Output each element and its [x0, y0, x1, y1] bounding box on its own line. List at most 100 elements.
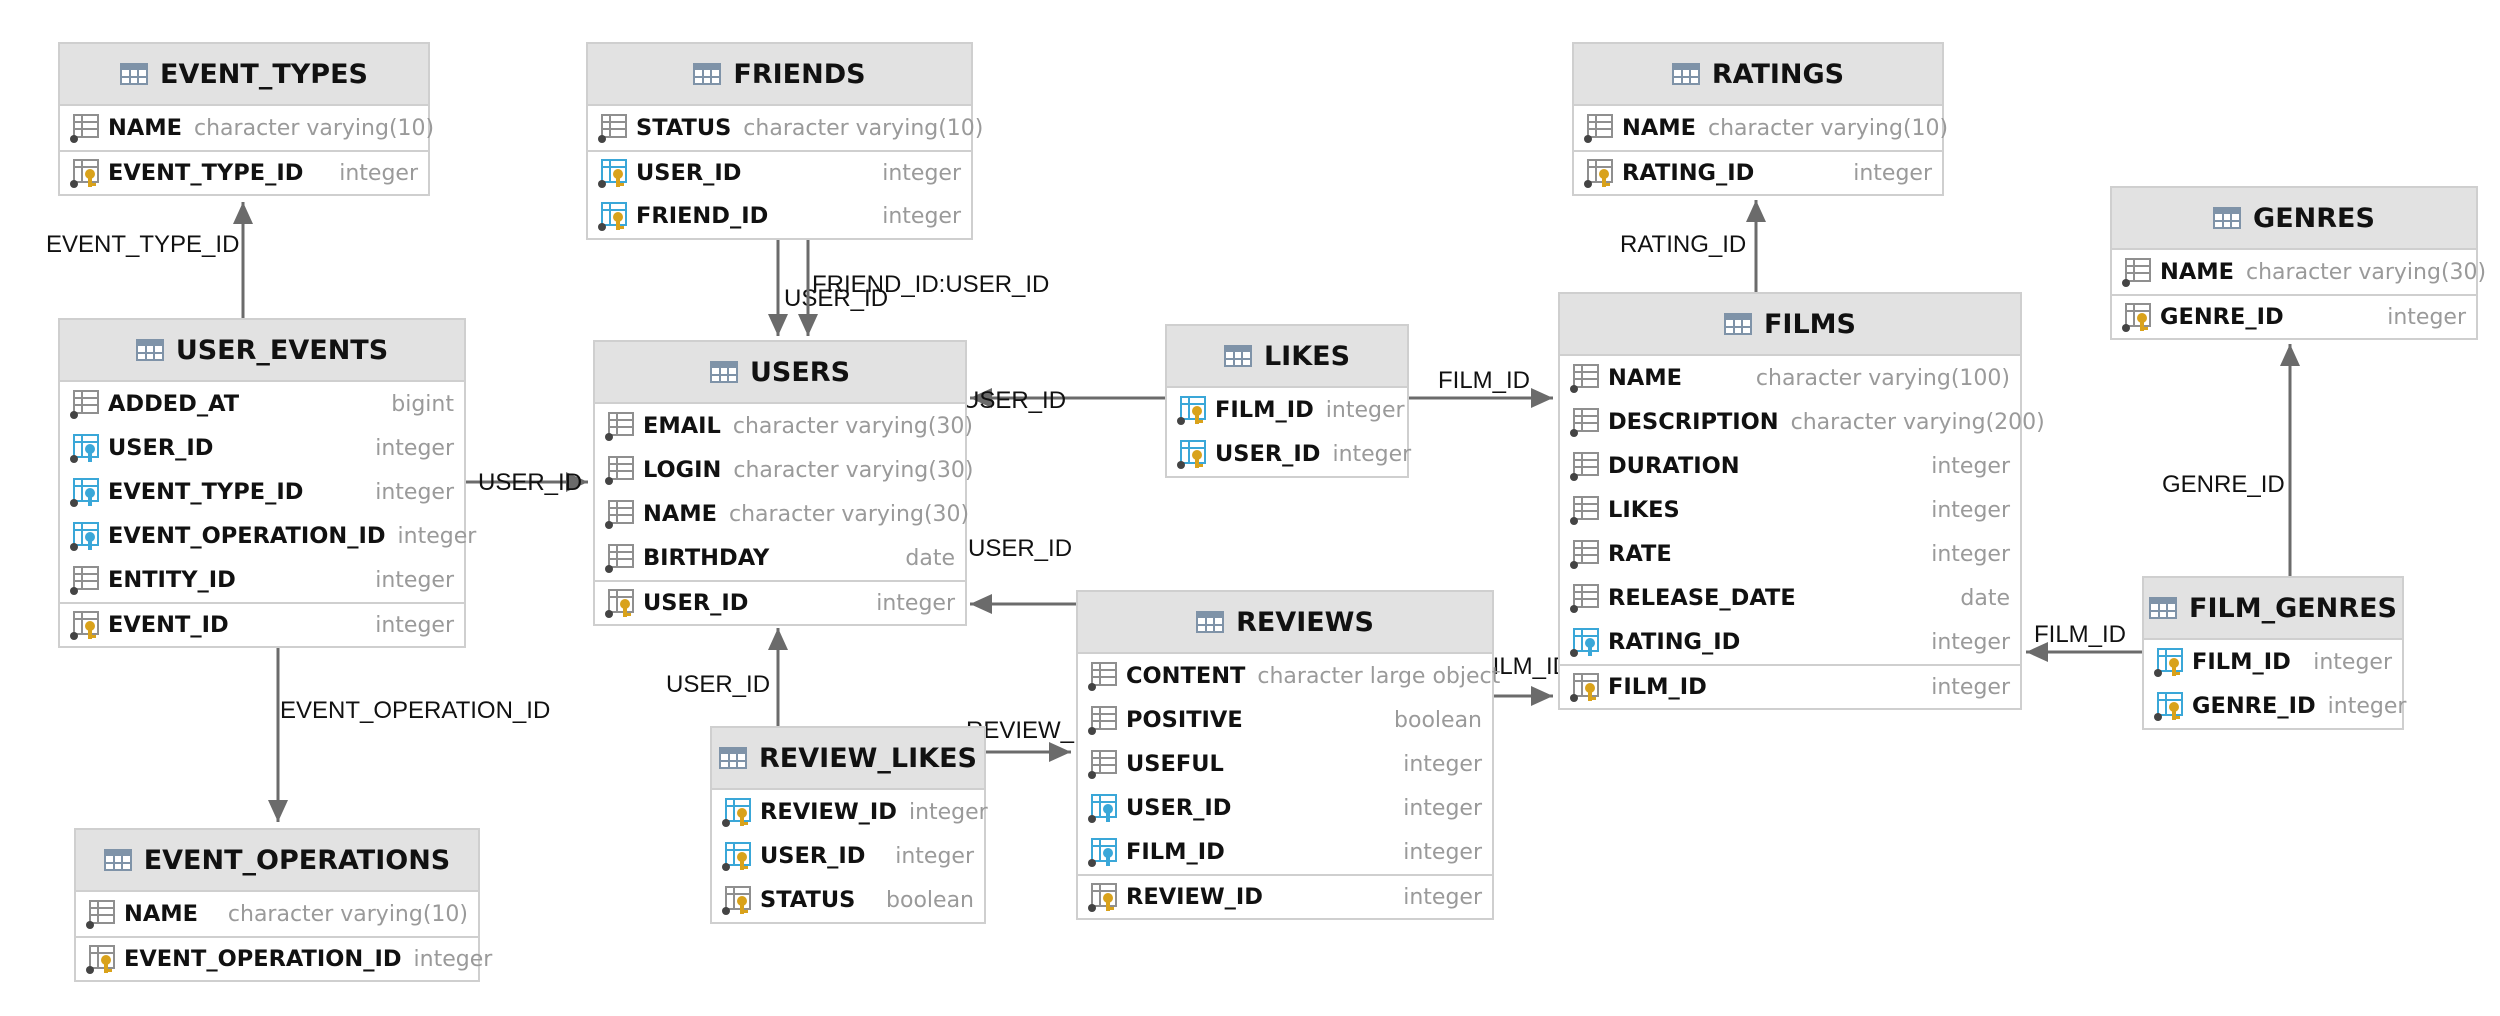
- table-header[interactable]: LIKES: [1167, 326, 1407, 388]
- relation-friends-users-user[interactable]: USER_ID: [768, 240, 888, 336]
- table-title: EVENT_OPERATIONS: [143, 844, 451, 876]
- table-header[interactable]: FRIENDS: [588, 44, 971, 106]
- column-name: EVENT_OPERATION_ID: [108, 523, 386, 549]
- table-header[interactable]: EVENT_OPERATIONS: [76, 830, 478, 892]
- table-icon: [135, 339, 164, 361]
- table-header[interactable]: EVENT_TYPES: [60, 44, 428, 106]
- column-type: integer: [1403, 795, 1482, 821]
- table-header[interactable]: GENRES: [2112, 188, 2476, 250]
- table-title: EVENT_TYPES: [160, 58, 368, 90]
- column-row[interactable]: USER_ID integer: [1078, 786, 1492, 830]
- column-type: bigint: [391, 391, 454, 417]
- table-header[interactable]: REVIEW_LIKES: [712, 728, 984, 790]
- column-type: character varying(30): [733, 457, 974, 483]
- relation-user_events-event_operations[interactable]: EVENT_OPERATION_ID: [268, 648, 550, 822]
- column-type: integer: [1931, 453, 2010, 479]
- relation-user_events-users[interactable]: USER_ID: [466, 469, 588, 496]
- relation-likes-users[interactable]: USER_ID: [962, 387, 1165, 414]
- table-header[interactable]: RATINGS: [1574, 44, 1942, 106]
- relation-film_genres-films[interactable]: FILM_ID: [2026, 621, 2142, 662]
- column-name: FILM_ID: [1608, 674, 1707, 700]
- relation-reviews-users[interactable]: USER_ID: [968, 535, 1076, 614]
- primary-foreign-key-icon: [2154, 648, 2183, 677]
- table-icon: [2149, 597, 2178, 619]
- arrow-head-icon: [233, 202, 253, 224]
- foreign-key-icon: [1570, 628, 1599, 657]
- table-header[interactable]: USER_EVENTS: [60, 320, 464, 382]
- relation-friends-users-friend[interactable]: FRIEND_ID:USER_ID: [798, 240, 1049, 336]
- table-header[interactable]: FILMS: [1560, 294, 2020, 356]
- relation-films-ratings[interactable]: RATING_ID: [1620, 200, 1766, 292]
- primary-foreign-key-icon: [1177, 440, 1206, 469]
- table-header[interactable]: FILM_GENRES: [2144, 578, 2402, 640]
- relation-review_likes-users[interactable]: USER_ID: [666, 628, 788, 726]
- table-header[interactable]: USERS: [595, 342, 965, 404]
- relation-label: USER_ID: [784, 285, 888, 312]
- primary-foreign-key-icon: [722, 842, 751, 871]
- relation-user_events-event_types[interactable]: EVENT_TYPE_ID: [46, 202, 253, 318]
- arrow-head-icon: [2026, 642, 2048, 662]
- column-icon: [605, 500, 634, 529]
- relation-likes-films[interactable]: FILM_ID: [1409, 367, 1553, 408]
- column-icon: [1088, 750, 1117, 779]
- table-header[interactable]: REVIEWS: [1078, 592, 1492, 654]
- relation-film_genres-genres[interactable]: GENRE_ID: [2162, 344, 2300, 576]
- column-type: integer: [375, 612, 454, 638]
- column-name: USER_ID: [1126, 795, 1232, 821]
